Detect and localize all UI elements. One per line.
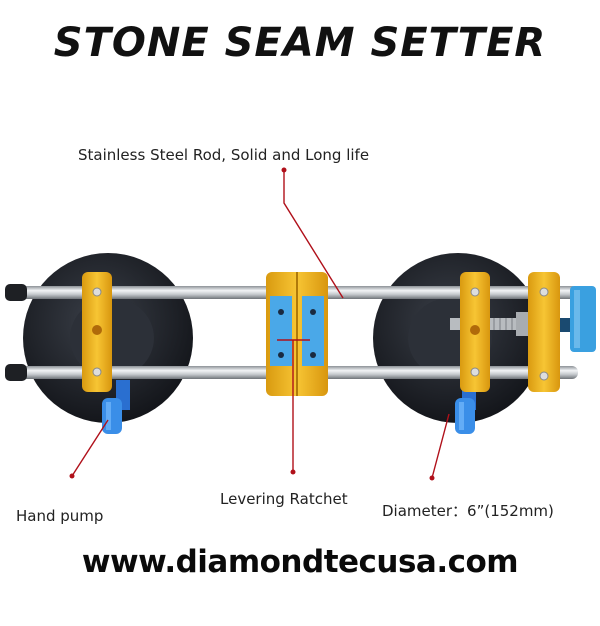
hand-pump-label: Hand pump (16, 507, 104, 525)
pump-callout (71, 419, 109, 477)
callout-dots (69, 167, 435, 481)
website-url: www.diamondtecusa.com (81, 544, 519, 580)
left-hand-pump (102, 380, 130, 434)
screw-nut (516, 312, 530, 336)
blue-adjust-knob (560, 286, 596, 352)
rod-callout (283, 170, 344, 299)
upper-rod-cap (5, 284, 27, 301)
rod-label: Stainless Steel Rod, Solid and Long life (78, 146, 370, 164)
right-yellow-clamp (460, 272, 490, 392)
callout-lines (71, 170, 450, 479)
lower-rod-cap (5, 364, 27, 381)
page-title: STONE SEAM SETTER (53, 20, 547, 66)
ratchet-label: Levering Ratchet (220, 490, 348, 508)
end-yellow-clamp (528, 272, 560, 392)
center-ratchet-block (266, 272, 328, 396)
diameter-label: Diameter：6”(152mm) (382, 502, 554, 520)
left-yellow-clamp (82, 272, 112, 392)
diameter-callout (431, 413, 450, 479)
